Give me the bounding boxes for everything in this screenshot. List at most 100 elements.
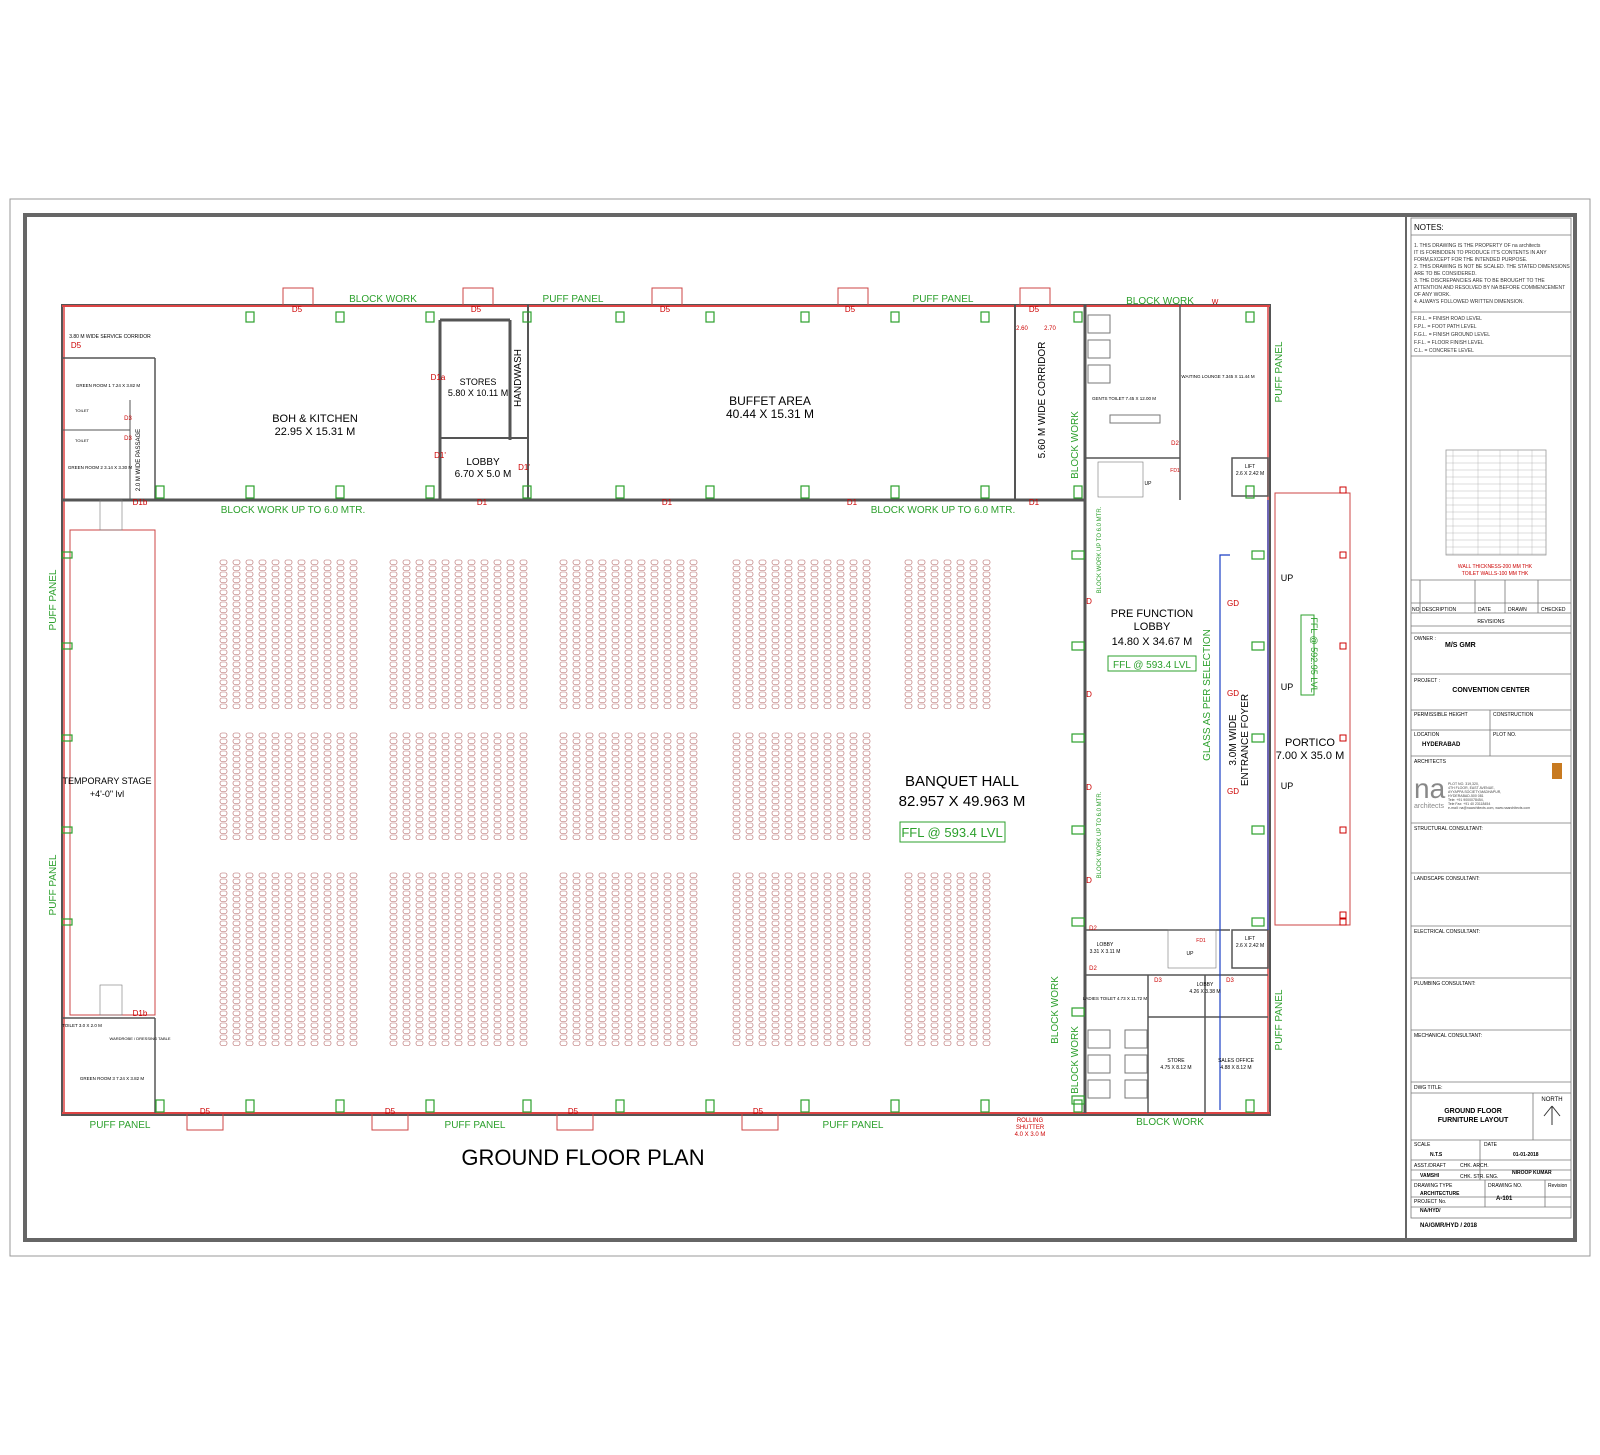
chair xyxy=(982,1034,991,1040)
chair xyxy=(480,595,489,601)
note-line: FORM,EXCEPT FOR THE INTENDED PURPOSE. xyxy=(1414,257,1527,263)
chair xyxy=(428,607,437,613)
chair xyxy=(245,559,254,565)
chair xyxy=(454,655,463,661)
chair xyxy=(297,890,306,896)
chair xyxy=(441,613,450,619)
chair xyxy=(454,619,463,625)
chair xyxy=(415,697,424,703)
toilet-2: TOILET xyxy=(75,438,89,443)
chair xyxy=(245,703,254,709)
chair xyxy=(349,816,358,822)
chair xyxy=(467,607,476,613)
chair xyxy=(245,986,254,992)
chair xyxy=(930,980,939,986)
chair xyxy=(271,1022,280,1028)
chair xyxy=(758,756,767,762)
chair xyxy=(650,932,659,938)
chair xyxy=(823,872,832,878)
chair xyxy=(454,926,463,932)
chair xyxy=(663,613,672,619)
chair xyxy=(797,744,806,750)
chair xyxy=(849,834,858,840)
chair xyxy=(336,804,345,810)
chair xyxy=(310,938,319,944)
chair xyxy=(624,780,633,786)
chair xyxy=(454,756,463,762)
chair xyxy=(917,896,926,902)
dim-a: 2.60 xyxy=(1016,326,1028,332)
chair xyxy=(637,744,646,750)
chair xyxy=(428,673,437,679)
chair xyxy=(943,998,952,1004)
chair xyxy=(336,914,345,920)
door-d5-2: D5 xyxy=(471,305,482,314)
chair xyxy=(904,661,913,667)
chair xyxy=(441,1016,450,1022)
chair xyxy=(297,583,306,589)
chair xyxy=(624,679,633,685)
chair xyxy=(402,625,411,631)
chair xyxy=(836,750,845,756)
chair xyxy=(349,607,358,613)
chair xyxy=(480,643,489,649)
chair xyxy=(849,607,858,613)
chair xyxy=(836,902,845,908)
chair xyxy=(810,878,819,884)
chair xyxy=(336,822,345,828)
chair xyxy=(771,926,780,932)
chair xyxy=(745,1010,754,1016)
chair xyxy=(219,565,228,571)
chair xyxy=(428,890,437,896)
chair xyxy=(389,986,398,992)
chair xyxy=(784,697,793,703)
chair xyxy=(585,667,594,673)
chair xyxy=(624,607,633,613)
chair xyxy=(745,890,754,896)
chair xyxy=(297,974,306,980)
chair xyxy=(930,1040,939,1046)
chair xyxy=(271,920,280,926)
chair xyxy=(389,908,398,914)
chair xyxy=(493,986,502,992)
chair xyxy=(310,896,319,902)
chair xyxy=(519,619,528,625)
chair xyxy=(467,956,476,962)
chair xyxy=(336,884,345,890)
chair xyxy=(336,649,345,655)
chair xyxy=(624,601,633,607)
chair xyxy=(823,822,832,828)
chair xyxy=(454,962,463,968)
chair xyxy=(624,986,633,992)
chair xyxy=(676,625,685,631)
chair xyxy=(624,1034,633,1040)
chair xyxy=(745,786,754,792)
chair xyxy=(930,637,939,643)
chair xyxy=(637,980,646,986)
chair xyxy=(415,1022,424,1028)
chair xyxy=(310,571,319,577)
chair xyxy=(917,643,926,649)
chair xyxy=(650,780,659,786)
chair xyxy=(336,732,345,738)
chair xyxy=(415,685,424,691)
chair xyxy=(232,792,241,798)
chair xyxy=(559,810,568,816)
chair xyxy=(771,822,780,828)
window-w: W xyxy=(1212,299,1219,306)
chair xyxy=(493,816,502,822)
chair xyxy=(336,571,345,577)
chair xyxy=(415,655,424,661)
chair xyxy=(519,1022,528,1028)
chair xyxy=(480,1040,489,1046)
chair xyxy=(732,625,741,631)
chair xyxy=(810,926,819,932)
chair xyxy=(862,679,871,685)
chair xyxy=(441,697,450,703)
chair xyxy=(758,780,767,786)
chair xyxy=(956,962,965,968)
chair xyxy=(336,828,345,834)
corridor-label: 5.60 M WIDE CORRIDOR xyxy=(1037,342,1048,459)
chair xyxy=(349,697,358,703)
chair xyxy=(663,872,672,878)
